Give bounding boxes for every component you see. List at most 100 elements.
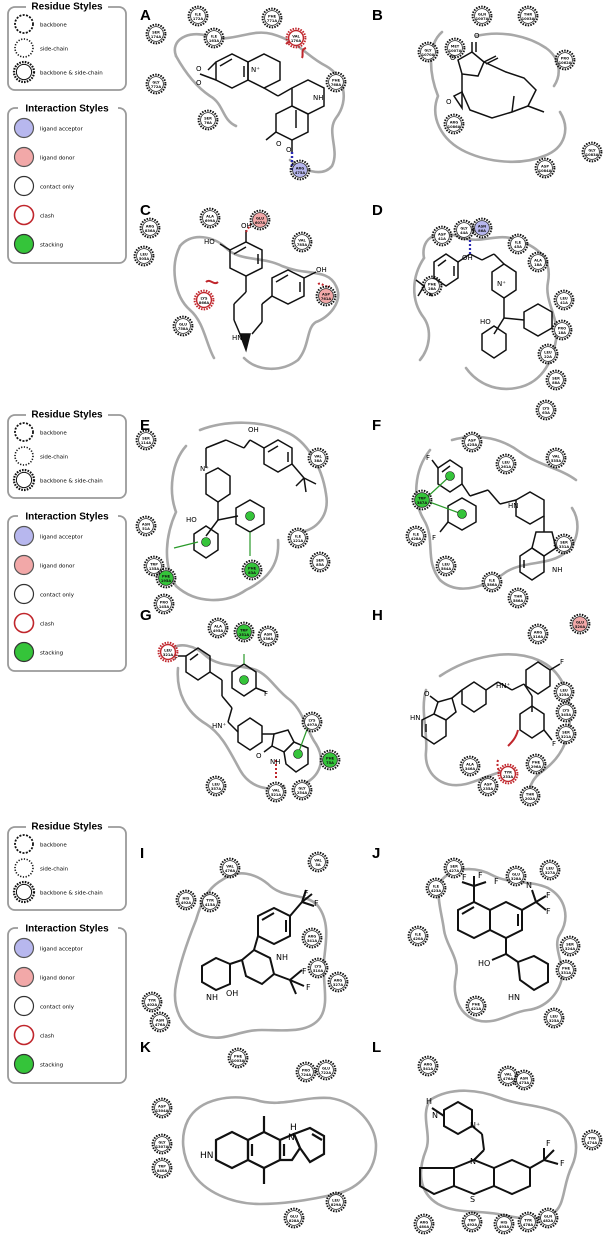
- atom-label: N⁺: [200, 465, 209, 473]
- residue-label: 541A: [307, 939, 318, 943]
- residue-label: LEU: [140, 252, 148, 256]
- residue-label: ILE: [195, 12, 202, 16]
- residue-style-swatch: [12, 880, 36, 904]
- residue-label: GLU: [256, 216, 264, 220]
- residue-label: 828A: [289, 1219, 300, 1223]
- residue-style-swatch: [14, 422, 34, 442]
- interaction-style-swatch: [13, 641, 35, 663]
- residue-label: 170A: [291, 39, 302, 43]
- residue-label: THR: [514, 594, 522, 598]
- residue-label: 324A: [565, 947, 576, 951]
- ligand-K: [214, 1116, 326, 1184]
- atom-label: N: [526, 881, 532, 890]
- ligand-A: [199, 37, 325, 170]
- residue-label: LEU: [502, 460, 510, 464]
- panel-A: N⁺ NH O O O O: [173, 31, 345, 174]
- residue-label: PHE: [268, 14, 277, 18]
- residue-label: GLY: [460, 226, 468, 230]
- residue-label: VAL: [504, 1072, 512, 1076]
- residue-label: LYS: [201, 296, 208, 300]
- legend-label: side-chain: [40, 455, 69, 461]
- residue-label: 86A: [478, 229, 486, 233]
- residue-label: VAL: [272, 788, 280, 792]
- atom-label: O: [196, 79, 202, 87]
- residue-label: VAL: [298, 238, 306, 242]
- residue-label: 492A: [181, 901, 192, 905]
- residue-label: ARG: [334, 978, 343, 982]
- atom-label: F: [432, 534, 436, 542]
- ligand-F: [423, 459, 566, 581]
- atom-label: NH: [206, 993, 218, 1002]
- residue-label: 331A: [561, 971, 572, 975]
- residue-label: 699A: [205, 219, 216, 223]
- residue-label: 492A: [467, 1223, 478, 1227]
- interaction-style-swatch: [13, 612, 35, 634]
- residue-label: 328A: [511, 877, 522, 881]
- panel-H: O HN HN⁺ F F: [410, 653, 572, 802]
- residue-label: 724A: [301, 1073, 312, 1077]
- atom-label: F: [552, 740, 556, 748]
- residue-label: 520A: [575, 625, 586, 629]
- legend-label: backbone & side-chain: [40, 71, 103, 77]
- residue-label: LEU: [332, 1198, 340, 1202]
- pocket-outline: [429, 30, 567, 164]
- ligand-L: [419, 1100, 559, 1196]
- legend-label: ligand acceptor: [40, 127, 83, 133]
- residue-label: 478A: [523, 1223, 534, 1227]
- residue-label: 233A: [503, 775, 514, 779]
- legend-label: stacking: [40, 243, 63, 249]
- residue-label: 584A: [441, 567, 452, 571]
- legend-title-bg: [26, 0, 108, 12]
- residue-label: 325A: [559, 693, 570, 697]
- panel-label: I: [140, 845, 144, 862]
- residue-label: LEU: [544, 350, 552, 354]
- atom-label: F: [546, 907, 551, 916]
- interaction-style-swatch: [13, 117, 35, 139]
- legend-label: clash: [40, 214, 55, 220]
- residue-label: ARG: [308, 934, 317, 938]
- pi-centroid: [245, 511, 255, 521]
- atom-label: HO: [204, 238, 215, 246]
- panel-F: F F HN O NH: [414, 435, 579, 590]
- residue-label: 505A: [139, 257, 150, 261]
- pi-centroid: [239, 675, 249, 685]
- legend-label: backbone & side-chain: [40, 891, 103, 897]
- legend-title: Interaction Styles: [25, 512, 109, 523]
- residue-label: 22A: [544, 355, 552, 359]
- residue-label: 174A: [151, 35, 162, 39]
- residue-label: SER: [316, 558, 324, 562]
- atom-label: OH: [248, 426, 259, 434]
- atom-label: NH: [552, 566, 563, 574]
- residue-label: PRO: [558, 326, 566, 330]
- residue-label: 421A: [471, 1007, 482, 1011]
- residue-label: 135A: [149, 567, 160, 571]
- pocket-outline: [422, 232, 558, 391]
- atom-label: NH: [313, 94, 324, 102]
- pocket-outline: [166, 644, 323, 786]
- residue-label: 83A: [248, 571, 256, 575]
- residue-label: PHE: [532, 760, 541, 764]
- residue-label: PHE: [428, 282, 437, 286]
